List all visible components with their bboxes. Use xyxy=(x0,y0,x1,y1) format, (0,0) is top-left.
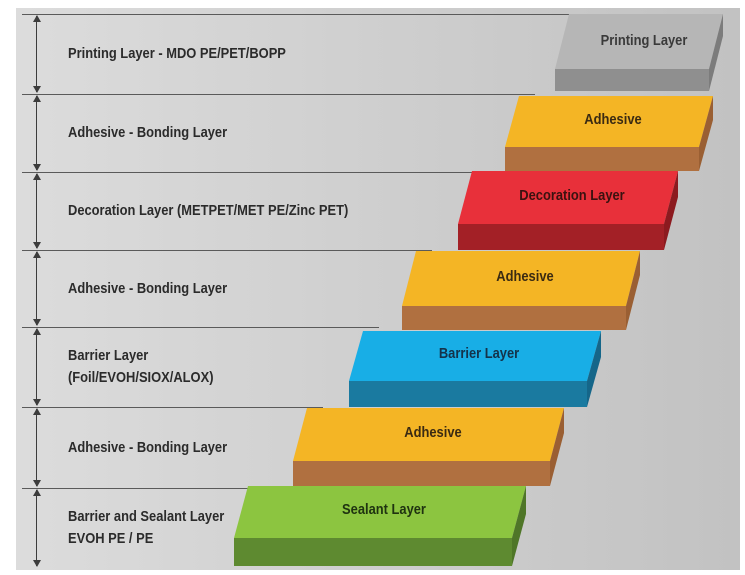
layer-step-label: Barrier Layer xyxy=(438,345,520,362)
layer-side-face xyxy=(709,14,723,91)
layer-step xyxy=(555,14,723,91)
layer-step-label: Decoration Layer xyxy=(519,187,625,204)
row-divider xyxy=(22,172,488,173)
layer-side-face xyxy=(587,331,601,407)
layer-description-label: Barrier and Sealant Layer EVOH PE / PE xyxy=(68,488,378,568)
row-divider xyxy=(22,407,323,408)
layer-top-face xyxy=(349,331,601,381)
layer-top-face xyxy=(555,14,723,69)
layer-step-label: Adhesive xyxy=(496,268,554,285)
layer-front-face xyxy=(234,538,512,566)
layer-description-label: Adhesive - Bonding Layer xyxy=(68,94,378,172)
layer-top-face xyxy=(234,486,526,538)
arrow-down-icon xyxy=(33,164,41,171)
arrow-down-icon xyxy=(33,319,41,326)
dimension-line xyxy=(36,329,37,405)
arrow-down-icon xyxy=(33,399,41,406)
arrow-up-icon xyxy=(33,251,41,258)
layer-step xyxy=(458,171,678,250)
layer-description-label: Barrier Layer (Foil/EVOH/SIOX/ALOX) xyxy=(68,327,378,407)
layer-description-text: Printing Layer - MDO PE/PET/BOPP xyxy=(68,45,286,62)
dimension-line xyxy=(36,252,37,325)
arrow-up-icon xyxy=(33,95,41,102)
row-divider xyxy=(22,327,379,328)
layer-top-face xyxy=(458,171,678,224)
dimension-line xyxy=(36,174,37,248)
arrow-down-icon xyxy=(33,480,41,487)
layer-front-face xyxy=(505,147,699,171)
layer-top-face xyxy=(293,408,564,461)
row-divider xyxy=(22,488,264,489)
layer-description-text: Decoration Layer (METPET/MET PE/Zinc PET… xyxy=(68,202,349,219)
layer-top-face xyxy=(402,251,640,306)
dimension-line xyxy=(36,96,37,170)
layer-description-label: Printing Layer - MDO PE/PET/BOPP xyxy=(68,14,378,94)
layer-description-label: Adhesive - Bonding Layer xyxy=(68,407,378,488)
arrow-down-icon xyxy=(33,560,41,567)
layer-step xyxy=(349,331,601,407)
row-divider xyxy=(22,14,605,15)
layer-description-label: Adhesive - Bonding Layer xyxy=(68,250,378,327)
layer-step xyxy=(505,96,713,171)
layer-step-label: Adhesive xyxy=(584,111,642,128)
arrow-up-icon xyxy=(33,173,41,180)
arrow-down-icon xyxy=(33,242,41,249)
dimension-line xyxy=(36,490,37,566)
dimension-line xyxy=(36,16,37,92)
layer-step-label: Adhesive xyxy=(403,424,462,441)
arrow-up-icon xyxy=(33,328,41,335)
row-divider xyxy=(22,250,432,251)
layer-side-face xyxy=(626,251,640,330)
layer-step xyxy=(402,251,640,330)
layer-front-face xyxy=(402,306,626,330)
layer-description-text: Adhesive - Bonding Layer xyxy=(68,279,228,297)
layer-front-face xyxy=(349,381,587,407)
layer-side-face xyxy=(664,171,678,250)
arrow-down-icon xyxy=(33,86,41,93)
row-divider xyxy=(22,94,535,95)
layer-front-face xyxy=(458,224,664,250)
layer-side-face xyxy=(699,96,713,171)
layer-top-face xyxy=(505,96,713,147)
layer-front-face xyxy=(555,69,709,91)
layer-front-face xyxy=(293,461,550,486)
layer-description-text: Adhesive - Bonding Layer xyxy=(68,124,228,141)
layer-side-face xyxy=(550,408,564,486)
layer-description-text: Barrier and Sealant Layer EVOH PE / PE xyxy=(68,508,225,547)
arrow-up-icon xyxy=(33,15,41,22)
layer-side-face xyxy=(512,486,526,566)
arrow-up-icon xyxy=(33,408,41,415)
layer-step xyxy=(293,408,564,486)
layer-description-text: Barrier Layer (Foil/EVOH/SIOX/ALOX) xyxy=(68,347,214,386)
arrow-up-icon xyxy=(33,489,41,496)
layer-description-label: Decoration Layer (METPET/MET PE/Zinc PET… xyxy=(68,172,378,250)
layer-description-text: Adhesive - Bonding Layer xyxy=(68,438,228,456)
layer-step-label: Printing Layer xyxy=(600,32,688,49)
dimension-line xyxy=(36,409,37,486)
layer-step-label: Sealant Layer xyxy=(342,501,426,518)
layer-step xyxy=(234,486,526,566)
